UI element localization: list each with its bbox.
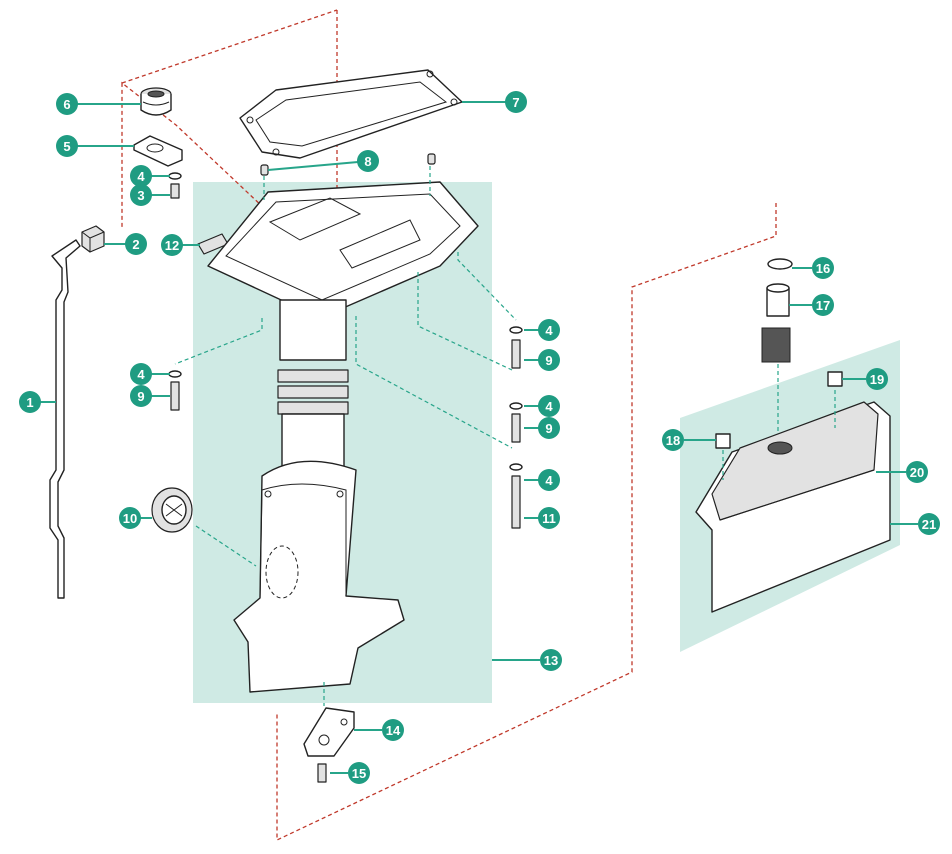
part-7-gasket	[239, 69, 463, 159]
svg-text:19: 19	[870, 372, 884, 387]
svg-text:9: 9	[545, 421, 552, 436]
left-group-frame-top	[121, 9, 338, 84]
callout-4-right-3: 4	[538, 469, 560, 491]
callout-6: 6	[56, 93, 78, 115]
callout-9-right-2: 9	[538, 417, 560, 439]
svg-text:4: 4	[137, 367, 145, 382]
align-line-2	[355, 316, 513, 449]
svg-text:4: 4	[545, 473, 553, 488]
svg-text:9: 9	[545, 353, 552, 368]
callout-16: 16	[812, 257, 834, 279]
part-9-bolt-left	[170, 381, 180, 411]
svg-text:8: 8	[364, 154, 371, 169]
svg-text:18: 18	[666, 433, 680, 448]
svg-text:14: 14	[386, 723, 401, 738]
svg-text:17: 17	[816, 298, 830, 313]
pinion-gear	[761, 327, 791, 363]
svg-text:15: 15	[352, 766, 366, 781]
align-line-5	[195, 525, 257, 567]
part-20-casing-cap	[711, 401, 879, 521]
callout-4-right-2: 4	[538, 395, 560, 417]
callout-12: 12	[161, 234, 183, 256]
callout-4-left: 4	[130, 363, 152, 385]
part-4-washer-1	[509, 326, 523, 334]
callout-7: 7	[505, 91, 527, 113]
callout-3: 3	[130, 184, 152, 206]
callout-9-right-1: 9	[538, 349, 560, 371]
part-5-plate	[133, 135, 183, 167]
part-2-grommet	[81, 225, 105, 253]
svg-text:2: 2	[132, 237, 139, 252]
svg-text:4: 4	[137, 169, 145, 184]
svg-text:11: 11	[542, 511, 556, 526]
svg-text:9: 9	[137, 389, 144, 404]
svg-text:5: 5	[63, 139, 70, 154]
callout-5: 5	[56, 135, 78, 157]
part-4-washer-left	[168, 370, 182, 378]
align-line-1	[417, 272, 513, 371]
callout-17: 17	[812, 294, 834, 316]
callout-14: 14	[382, 719, 404, 741]
part-18-bushing	[715, 433, 731, 449]
svg-text:3: 3	[137, 188, 144, 203]
part-1-shift-rod	[49, 239, 81, 599]
callout-21: 21	[918, 513, 940, 535]
callout-19: 19	[866, 368, 888, 390]
align-line-4	[174, 318, 263, 365]
callout-11: 11	[538, 507, 560, 529]
callout-10: 10	[119, 507, 141, 529]
part-11-long-bolt	[511, 475, 521, 529]
svg-text:21: 21	[922, 517, 936, 532]
part-15-screw	[317, 763, 327, 783]
right-group-frame	[276, 203, 777, 842]
callout-13: 13	[540, 649, 562, 671]
part-3-bolt	[170, 183, 180, 199]
svg-text:1: 1	[26, 395, 33, 410]
svg-text:7: 7	[512, 95, 519, 110]
callout-4-right-1: 4	[538, 319, 560, 341]
svg-text:12: 12	[165, 238, 179, 253]
callout-4-top: 4	[130, 165, 152, 187]
part-14-anode-plate	[303, 707, 355, 757]
align-line-3	[457, 252, 517, 321]
part-16-circlip	[767, 258, 793, 270]
part-13-drive-shaft-housing	[207, 181, 479, 693]
part-4-washer-3	[509, 463, 523, 471]
svg-text:4: 4	[545, 399, 553, 414]
callout-1: 1	[19, 391, 41, 413]
callout-8: 8	[357, 150, 379, 172]
part-19-bushing	[827, 371, 843, 387]
callout-9-left: 9	[130, 385, 152, 407]
part-4-washer-top	[168, 172, 182, 180]
part-10-plug	[151, 487, 193, 533]
part-6-bushing	[140, 87, 172, 116]
svg-text:16: 16	[816, 261, 830, 276]
svg-text:6: 6	[63, 97, 70, 112]
svg-text:13: 13	[544, 653, 558, 668]
part-9-bolt-2	[511, 413, 521, 443]
callout-15: 15	[348, 762, 370, 784]
svg-text:4: 4	[545, 323, 553, 338]
part-9-bolt-1	[511, 339, 521, 369]
callout-20: 20	[906, 461, 928, 483]
callout-18: 18	[662, 429, 684, 451]
part-8-dowel-pins	[260, 153, 436, 176]
callout-2: 2	[125, 233, 147, 255]
svg-text:20: 20	[910, 465, 924, 480]
svg-text:10: 10	[123, 511, 137, 526]
leader-lines	[40, 101, 918, 774]
part-4-washer-2	[509, 402, 523, 410]
part-17-bushing	[766, 283, 790, 317]
